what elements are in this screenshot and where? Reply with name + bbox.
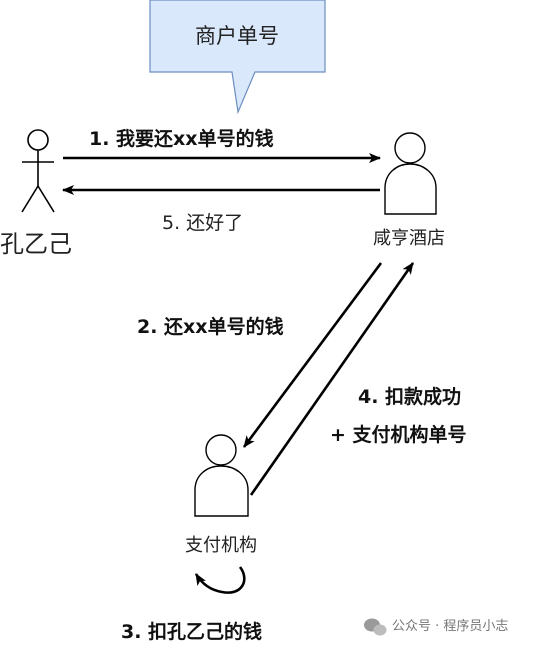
wechat-icon <box>364 618 387 636</box>
arrow-step2 <box>242 262 383 448</box>
step1-label: 1. 我要还xx单号的钱 <box>89 127 274 150</box>
step3-label: 3. 扣孔乙己的钱 <box>121 620 262 643</box>
step4-label-line2: + 支付机构单号 <box>330 423 467 446</box>
payment-label: 支付机构 <box>185 535 257 556</box>
step4-label-line1: 4. 扣款成功 <box>358 385 461 408</box>
hotel-user-icon <box>384 132 437 215</box>
watermark-label: 公众号 · 程序员小志 <box>392 619 508 634</box>
stick-figure-icon <box>21 129 55 213</box>
callout-shape <box>149 0 326 115</box>
hotel-label: 咸亨酒店 <box>373 228 445 249</box>
arrow-step4 <box>249 262 415 496</box>
customer-label: 孔乙己 <box>0 230 72 258</box>
payment-user-icon <box>194 434 249 517</box>
watermark: 公众号 · 程序员小志 <box>364 618 508 636</box>
callout-bubble: 商户单号 <box>149 0 326 115</box>
arrow-step3 <box>194 566 246 594</box>
step5-label: 5. 还好了 <box>162 212 243 234</box>
callout-label: 商户单号 <box>195 24 279 48</box>
step2-label: 2. 还xx单号的钱 <box>137 315 284 338</box>
